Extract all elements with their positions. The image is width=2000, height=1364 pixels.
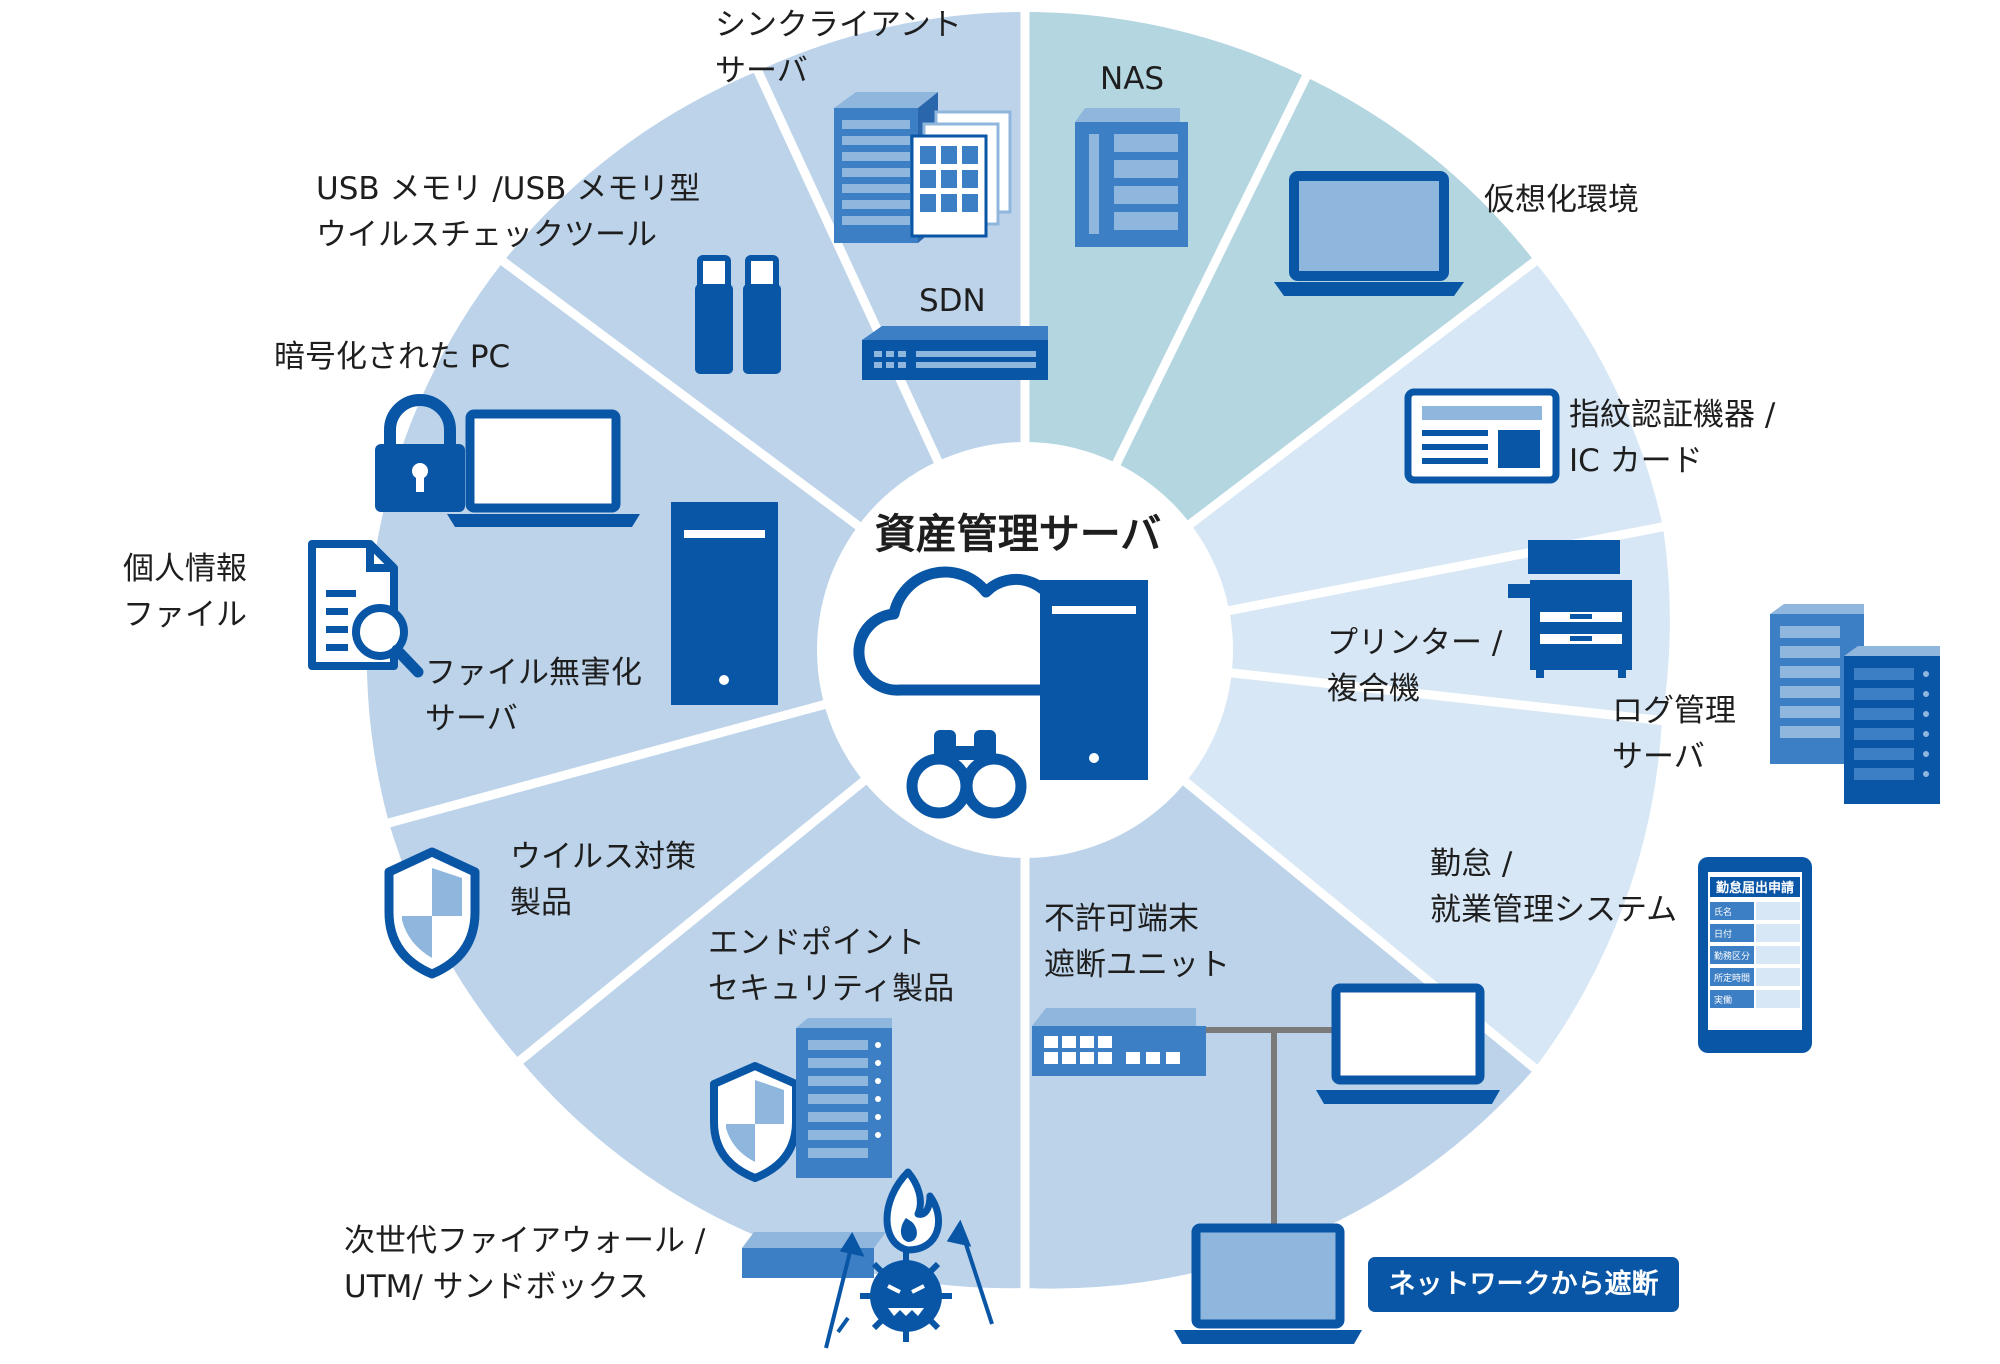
tablet-form-icon: 勤怠届出申請 氏名 日付 勤務区分 所定時間 実働 [1698, 857, 1812, 1053]
file-search-icon [308, 540, 424, 678]
label-usb: USB メモリ /USB メモリ型 ウイルスチェックツール [316, 166, 700, 258]
label-printer: プリンター / 複合機 [1327, 620, 1502, 712]
label-line: ファイル [123, 597, 247, 633]
network-blocked-badge: ネットワークから遮断 [1368, 1257, 1679, 1312]
form-title: 勤怠届出申請 [1716, 880, 1794, 896]
flame-icon [883, 1168, 942, 1254]
padlock-icon [375, 394, 465, 512]
segment-printer [1025, 527, 1670, 720]
label-line: UTM/ サンドボックス [344, 1269, 649, 1305]
network-switch-icon [862, 326, 1048, 380]
shield-icon [384, 847, 480, 979]
form-row-label: 氏名 [1714, 906, 1732, 918]
server-pair-icon [1770, 604, 1940, 804]
center-tower-server-icon [1040, 580, 1148, 780]
label-line: セキュリティ製品 [708, 971, 955, 1007]
label-log-server: ログ管理 サーバ [1612, 688, 1736, 780]
label-line: IC カード [1569, 443, 1703, 479]
printer-icon [1508, 540, 1632, 678]
label-line: サーバ [715, 53, 808, 89]
form-row-label: 実働 [1714, 994, 1732, 1006]
label-endpoint: エンドポイント セキュリティ製品 [708, 920, 954, 1012]
label-line: 次世代ファイアウォール / [344, 1223, 706, 1259]
connected-laptop-icon [1316, 983, 1500, 1104]
label-firewall: 次世代ファイアウォール / UTM/ サンドボックス [344, 1218, 705, 1310]
label-line: エンドポイント [708, 925, 925, 961]
label-line: ウイルスチェックツール [316, 217, 657, 253]
block-unit-appliance-icon [1032, 1008, 1206, 1076]
blocked-laptop-icon [1174, 1223, 1362, 1344]
label-antivirus: ウイルス対策 製品 [510, 834, 696, 926]
form-row-label: 勤務区分 [1714, 950, 1750, 962]
tower-server-icon [671, 502, 778, 705]
label-line: ログ管理 [1612, 693, 1736, 729]
nas-icon [1075, 108, 1188, 247]
label-line: サーバ [1612, 739, 1705, 775]
label-personal-info: 個人情報 ファイル [123, 546, 247, 638]
label-line: 製品 [510, 885, 572, 921]
endpoint-server-icon [796, 1018, 892, 1178]
label-line: 就業管理システム [1430, 892, 1678, 928]
form-row-label: 日付 [1714, 929, 1732, 940]
label-line: サーバ [425, 701, 518, 737]
endpoint-shield-icon [710, 1062, 800, 1182]
label-sanitize: ファイル無害化 サーバ [425, 650, 642, 742]
encrypted-pc-laptop-icon [447, 409, 640, 527]
label-line: ファイル無害化 [425, 655, 642, 691]
label-thin-client: シンクライアント サーバ [715, 2, 962, 94]
id-card-icon [1404, 388, 1560, 484]
usb-stick-icon [695, 255, 781, 374]
center-title: 資産管理サーバ [874, 510, 1162, 558]
form-rows: 氏名 日付 勤務区分 所定時間 実働 [1710, 902, 1800, 1008]
label-line: 勤怠 / [1430, 846, 1513, 882]
firewall-appliance-icon [742, 1232, 886, 1278]
label-attendance: 勤怠 / 就業管理システム [1430, 841, 1677, 933]
attack-arrows-icon [824, 1219, 994, 1349]
label-block-unit: 不許可端末 遮断ユニット [1044, 896, 1230, 988]
laptop-icon [1274, 171, 1464, 296]
label-line: 指紋認証機器 / [1569, 397, 1776, 433]
label-fingerprint: 指紋認証機器 / IC カード [1569, 392, 1775, 484]
label-line: シンクライアント [715, 7, 962, 43]
binoculars-icon [906, 730, 1027, 819]
documents-icon [910, 110, 1012, 238]
label-line: 複合機 [1327, 671, 1420, 707]
label-sdn: SDN [919, 283, 986, 319]
form-row-label: 所定時間 [1714, 972, 1750, 984]
label-line: プリンター / [1327, 625, 1503, 661]
label-line: USB メモリ /USB メモリ型 [316, 171, 701, 207]
label-encrypted-pc: 暗号化された PC [274, 339, 511, 375]
virus-icon [860, 1250, 952, 1342]
label-line: 遮断ユニット [1044, 947, 1230, 983]
label-nas: NAS [1100, 61, 1165, 97]
label-line: 個人情報 [123, 551, 247, 587]
network-connection-lines [1206, 1027, 1334, 1226]
label-line: ウイルス対策 [510, 839, 696, 875]
label-virtual: 仮想化環境 [1484, 182, 1639, 218]
label-line: 不許可端末 [1044, 901, 1199, 937]
